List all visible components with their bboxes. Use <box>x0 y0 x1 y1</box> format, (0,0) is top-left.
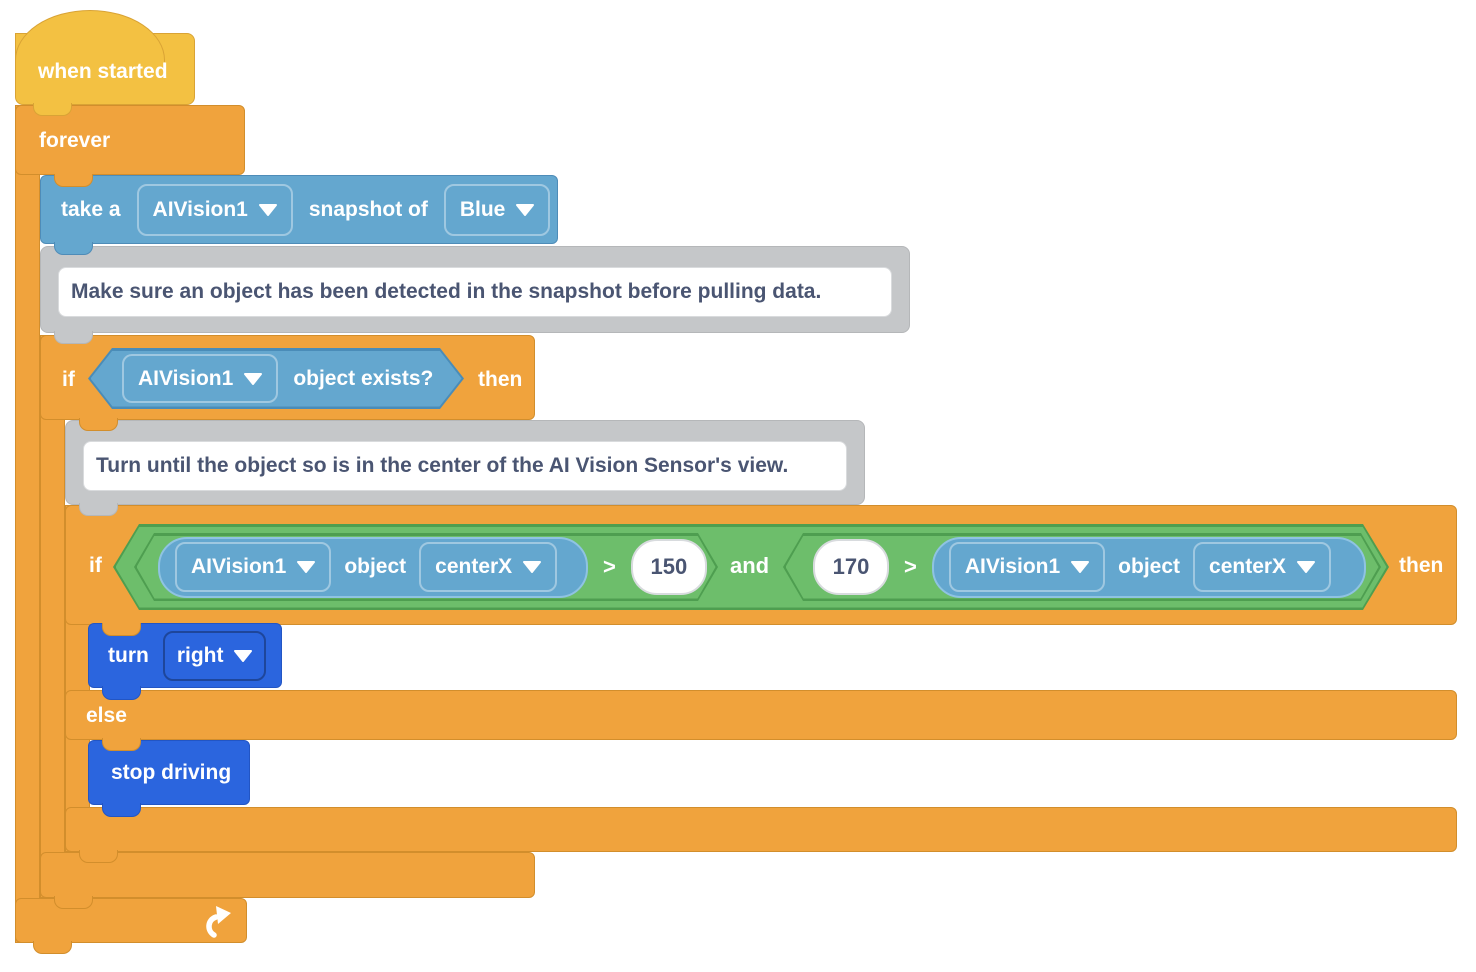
forever-top-bar[interactable]: forever <box>15 105 245 175</box>
device-dropdown[interactable]: AIVision1 <box>136 183 293 236</box>
number-value: 150 <box>650 554 688 579</box>
connector-bump <box>54 242 93 255</box>
number-input[interactable]: 170 <box>813 539 889 595</box>
object-label: object <box>1118 555 1181 578</box>
object-centerx-reporter[interactable]: AIVision1 object centerX <box>931 536 1366 598</box>
direction-dropdown[interactable]: right <box>162 630 267 681</box>
greater-than-operator: > <box>904 554 917 579</box>
then-label: then <box>478 368 523 391</box>
greater-than-operator: > <box>603 554 616 579</box>
connector-bump <box>54 896 93 909</box>
else-label: else <box>86 704 127 727</box>
take-snapshot-middle: snapshot of <box>308 197 428 221</box>
if-else-header[interactable]: if AIVision1 object centerX <box>65 505 1457 625</box>
comment-text: Make sure an object has been detected in… <box>71 280 822 303</box>
greater-than-boolean[interactable]: 170 > AIVision1 object centerX <box>783 533 1381 601</box>
dropdown-arrow-icon <box>244 372 263 385</box>
comment-text-box[interactable]: Turn until the object so is in the cente… <box>83 441 847 491</box>
connector-bump <box>33 103 72 116</box>
property-dropdown[interactable]: centerX <box>419 542 558 592</box>
device-dropdown-value: AIVision1 <box>191 555 287 578</box>
dropdown-arrow-icon <box>234 649 253 662</box>
and-boolean[interactable]: AIVision1 object centerX > <box>113 524 1389 610</box>
object-label: object <box>344 555 407 578</box>
comment-text: Turn until the object so is in the cente… <box>96 454 789 477</box>
connector-bump <box>79 503 118 516</box>
dropdown-arrow-icon <box>1297 561 1316 573</box>
property-dropdown[interactable]: centerX <box>1193 542 1332 592</box>
connector-bump <box>33 941 72 954</box>
connector-bump <box>54 331 93 344</box>
if-exists-bottom-bar[interactable] <box>40 852 535 898</box>
number-value: 170 <box>832 554 870 579</box>
greater-than-boolean[interactable]: AIVision1 object centerX > <box>134 533 718 601</box>
device-dropdown[interactable]: AIVision1 <box>175 542 332 592</box>
stop-driving-label: stop driving <box>111 760 232 784</box>
connector-bump <box>102 803 141 817</box>
connector-bump <box>102 623 141 636</box>
color-dropdown-value: Blue <box>459 197 506 221</box>
turn-label: turn <box>108 643 149 667</box>
if-else-else-bar[interactable]: else <box>65 690 1457 740</box>
object-exists-boolean[interactable]: AIVision1 object exists? <box>88 348 464 409</box>
number-input[interactable]: 150 <box>630 539 707 595</box>
device-dropdown[interactable]: AIVision1 <box>122 354 279 403</box>
object-exists-label: object exists? <box>293 366 434 390</box>
connector-bump <box>79 850 118 863</box>
forever-label: forever <box>39 129 111 152</box>
connector-bump <box>102 686 141 700</box>
dropdown-arrow-icon <box>516 203 535 216</box>
device-dropdown-value: AIVision1 <box>152 197 248 221</box>
if-label: if <box>89 554 102 577</box>
dropdown-arrow-icon <box>297 561 316 573</box>
dropdown-arrow-icon <box>523 561 542 573</box>
device-dropdown-value: AIVision1 <box>964 555 1061 578</box>
comment-block[interactable]: Turn until the object so is in the cente… <box>65 420 865 505</box>
property-dropdown-value: centerX <box>1209 555 1287 578</box>
device-dropdown[interactable]: AIVision1 <box>948 542 1106 592</box>
comment-text-box[interactable]: Make sure an object has been detected in… <box>58 267 892 317</box>
forever-left-column[interactable] <box>15 105 40 943</box>
dropdown-arrow-icon <box>1071 561 1090 573</box>
and-label: and <box>730 553 770 578</box>
object-centerx-reporter[interactable]: AIVision1 object centerX <box>158 536 588 598</box>
connector-bump <box>102 738 141 751</box>
comment-block[interactable]: Make sure an object has been detected in… <box>40 246 910 333</box>
connector-bump <box>54 174 93 187</box>
direction-dropdown-value: right <box>176 643 224 667</box>
if-exists-header[interactable]: if AIVision1 object exists? then <box>40 335 535 420</box>
connector-bump <box>79 418 118 431</box>
if-else-bottom-bar[interactable] <box>65 807 1457 852</box>
when-started-label: when started <box>38 60 168 83</box>
then-label: then <box>1399 554 1444 577</box>
property-dropdown-value: centerX <box>435 555 513 578</box>
if-label: if <box>62 368 75 391</box>
dropdown-arrow-icon <box>258 203 277 216</box>
device-dropdown-value: AIVision1 <box>138 366 234 390</box>
take-snapshot-block[interactable]: take a AIVision1 snapshot of Blue <box>40 175 558 244</box>
take-snapshot-prefix: take a <box>61 197 121 221</box>
color-dropdown[interactable]: Blue <box>443 183 551 236</box>
forever-bottom-bar[interactable] <box>15 898 247 943</box>
loop-arrow-icon <box>206 906 231 938</box>
